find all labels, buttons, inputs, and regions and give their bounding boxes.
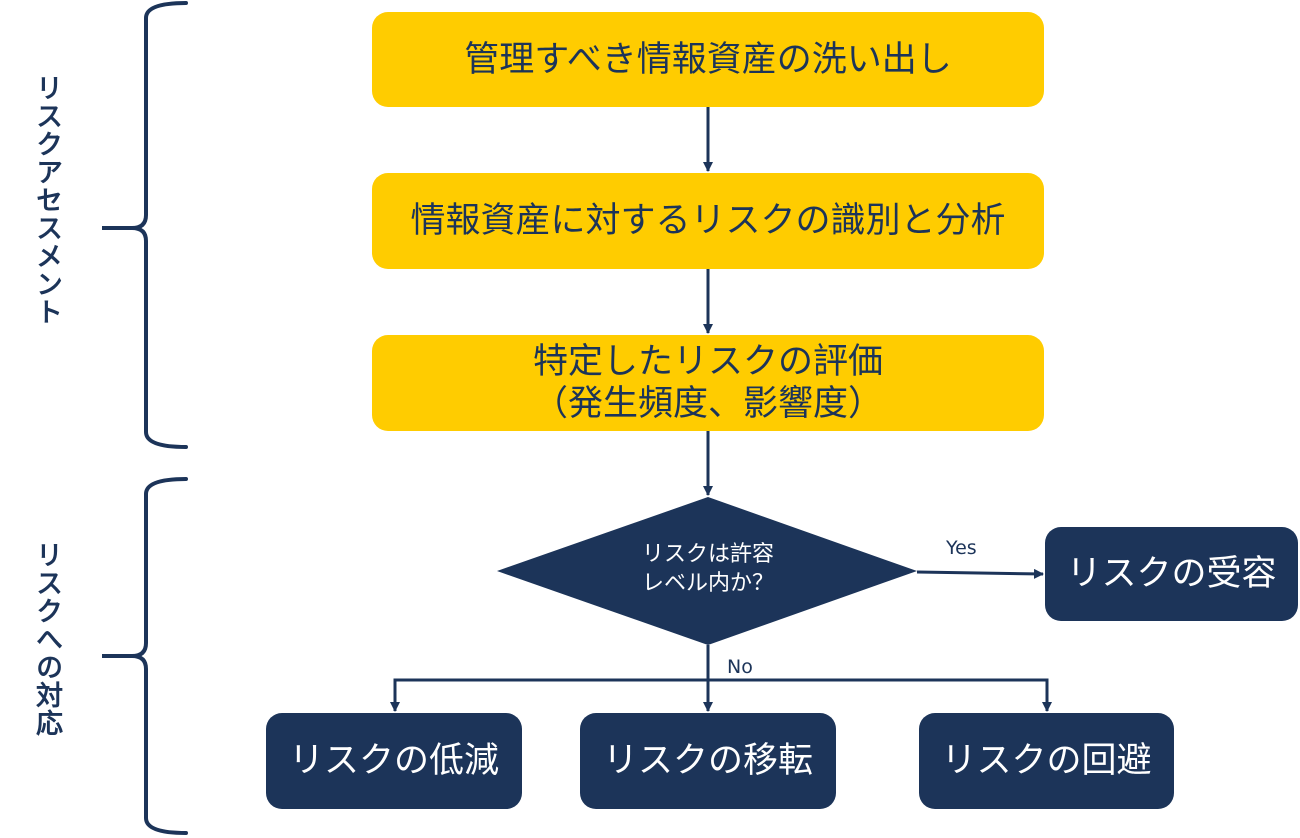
group-label-assessment: リスクアセスメント [31,74,62,326]
outcome-accept-label: リスクの受容 [1066,554,1277,594]
outcome-reduce-label: リスクの低減 [288,741,499,781]
arrow-no-left [390,678,708,712]
decision-diamond [497,497,917,645]
arrow-no-right [708,678,1052,712]
step-evaluate-risks-line1: 特定したリスクの評価 [532,342,883,382]
outcome-accept: リスクの受容 [1045,527,1298,621]
step-identify-assets: 管理すべき情報資産の洗い出し [372,12,1044,107]
step-identify-risks: 情報資産に対するリスクの識別と分析 [372,173,1044,269]
brace-assessment [102,1,188,449]
decision-line2: レベル内か？ [641,571,774,596]
edge-label-no: No [727,656,753,678]
edge-label-yes: Yes [946,537,977,559]
step-identify-assets-label: 管理すべき情報資産の洗い出し [464,39,952,80]
step-evaluate-risks-line2: （発生頻度、影響度） [532,384,883,424]
decision-line1: リスクは許容 [641,542,774,567]
outcome-avoid-label: リスクの回避 [941,741,1152,781]
outcome-transfer-label: リスクの移転 [602,741,813,781]
arrow-yes [916,568,1044,579]
group-label-response: リスクへの対応 [31,541,62,737]
brace-response [102,477,188,835]
outcome-reduce: リスクの低減 [266,713,522,809]
outcome-avoid: リスクの回避 [919,713,1174,809]
outcome-transfer: リスクの移転 [580,713,836,809]
step-evaluate-risks: 特定したリスクの評価 （発生頻度、影響度） [372,335,1044,431]
decision-label: リスクは許容 レベル内か？ [608,540,808,598]
step-identify-risks-label: 情報資産に対するリスクの識別と分析 [410,201,1006,241]
